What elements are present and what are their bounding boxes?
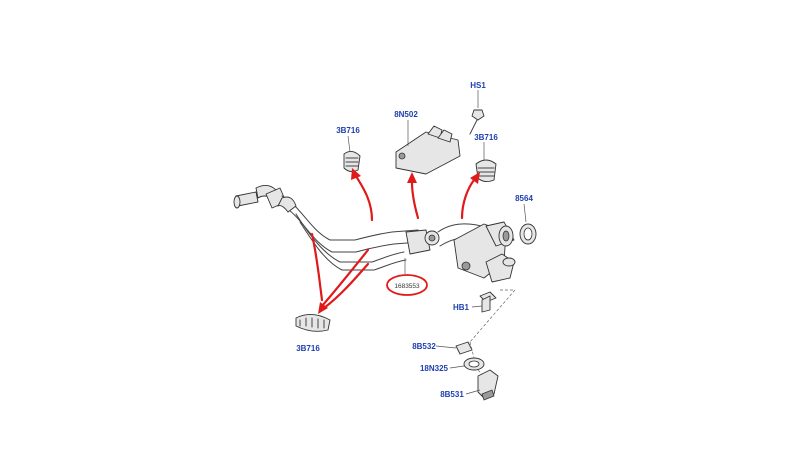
label-8564: 8564: [515, 194, 533, 203]
highlight-arrows: [310, 168, 480, 314]
highlight-circle: [386, 274, 428, 296]
hose-3b716-lower: [295, 314, 331, 332]
hose-3b716-upper-left: [343, 151, 361, 173]
label-3b716-upper-left: 3B716: [336, 126, 360, 135]
hose-3b716-upper-right: [475, 159, 497, 183]
stud-hs1: [469, 90, 485, 135]
bolt-hb1: [469, 289, 516, 343]
coolant-pipe-assembly: [233, 185, 516, 283]
label-3b716-lower: 3B716: [296, 344, 320, 353]
label-hs1: HS1: [470, 81, 486, 90]
label-8n502: 8N502: [394, 110, 418, 119]
seal-18n325: [449, 341, 485, 377]
label-18n325: 18N325: [420, 364, 449, 373]
label-hb1: HB1: [453, 303, 470, 312]
clip-8b532: [435, 341, 473, 355]
label-8b532: 8B532: [412, 342, 436, 351]
sensor-8b531: [465, 369, 499, 401]
oring-8564: [519, 203, 537, 245]
bracket-8n502: [395, 125, 461, 175]
label-highlighted-part: 1683553: [394, 283, 420, 290]
label-8b531: 8B531: [440, 390, 464, 399]
label-3b716-upper-right: 3B716: [474, 133, 498, 142]
